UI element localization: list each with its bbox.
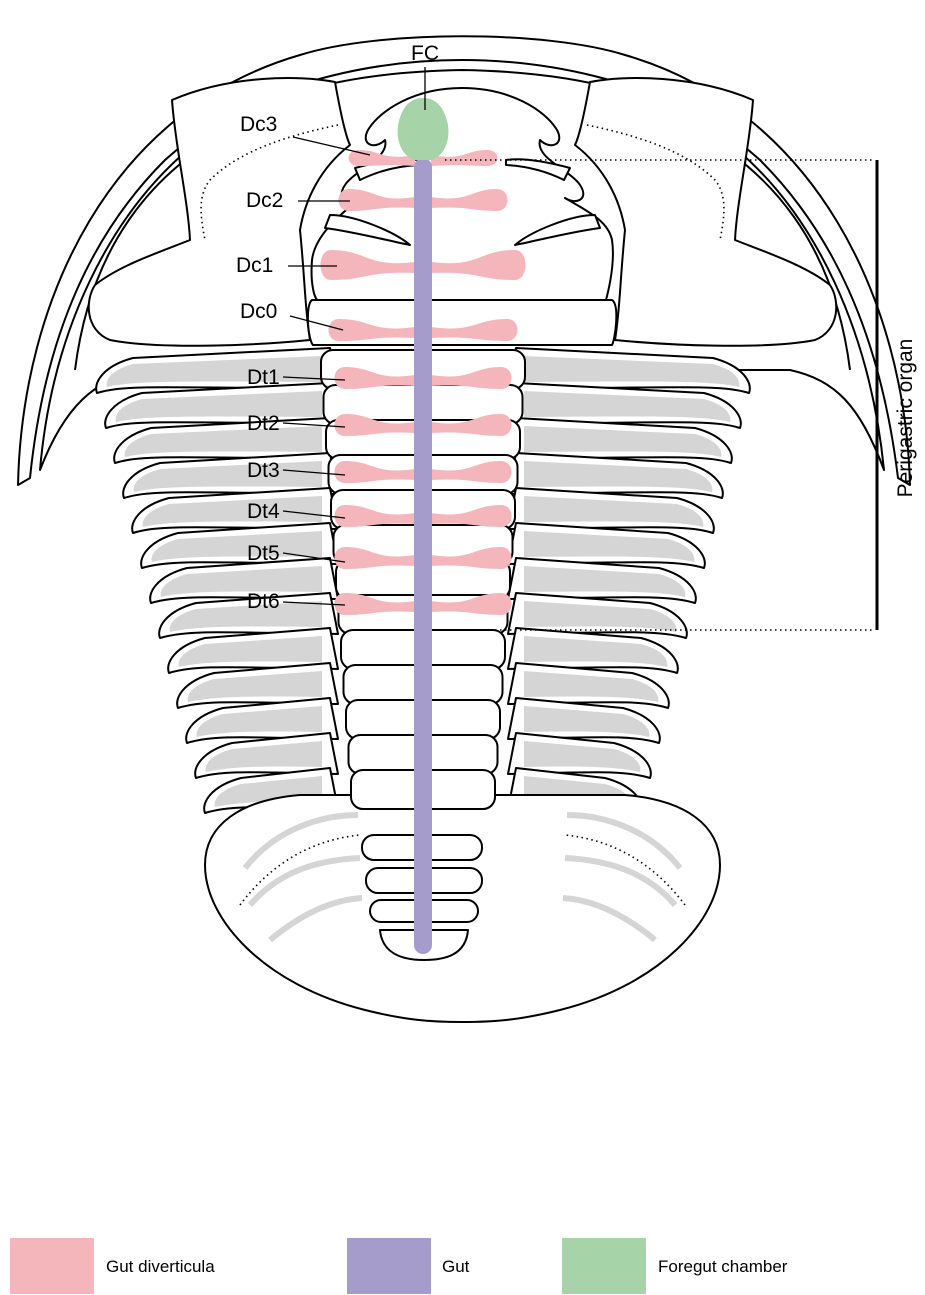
label-dt2: Dt2	[247, 412, 280, 435]
legend-label-gut-diverticula: Gut diverticula	[106, 1257, 215, 1276]
bracket-label: Perigastric organ	[894, 339, 917, 498]
gut	[414, 158, 432, 954]
legend-label-gut: Gut	[442, 1257, 470, 1276]
label-dt5: Dt5	[247, 542, 280, 565]
label-dc3: Dc3	[240, 113, 277, 136]
label-fc: FC	[411, 42, 439, 65]
label-dt4: Dt4	[247, 500, 280, 523]
legend-label-foregut-chamber: Foregut chamber	[658, 1257, 788, 1276]
pygidium	[205, 795, 720, 1022]
legend-swatch-foregut-chamber	[562, 1238, 646, 1294]
legend-swatch-gut	[347, 1238, 431, 1294]
label-dt6: Dt6	[247, 590, 280, 613]
label-dt3: Dt3	[247, 459, 280, 482]
legend-swatch-gut-diverticula	[10, 1238, 94, 1294]
label-dc0: Dc0	[240, 300, 277, 323]
label-dc1: Dc1	[236, 254, 273, 277]
label-dc2: Dc2	[246, 189, 283, 212]
label-dt1: Dt1	[247, 366, 280, 389]
legend: Gut diverticula Gut Foregut chamber	[10, 1238, 788, 1294]
foregut-chamber	[398, 98, 449, 160]
